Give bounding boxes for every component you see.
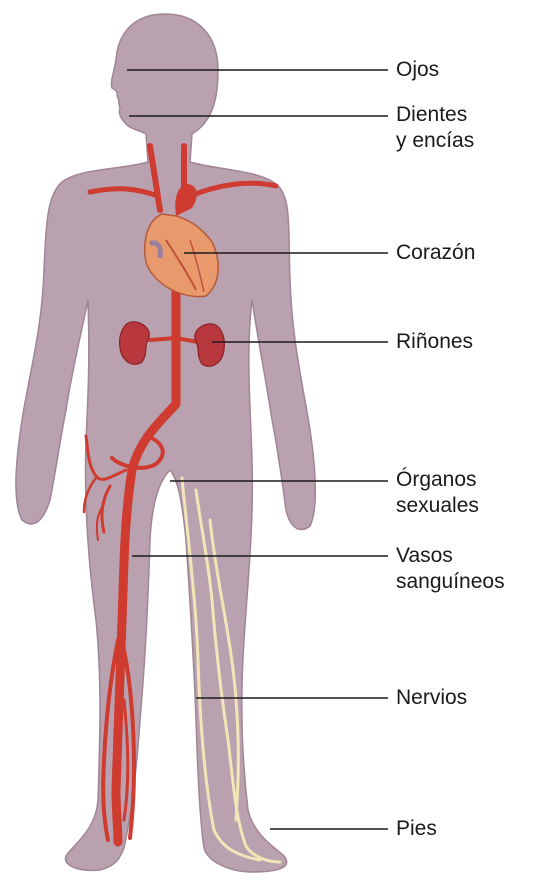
label-eyes-line-1: Ojos xyxy=(396,57,439,83)
label-sexual-organs-line-2: sexuales xyxy=(396,493,479,519)
label-teeth-line-1: Dientes xyxy=(396,102,474,128)
label-feet-line-1: Pies xyxy=(396,816,437,842)
label-nerves-line-1: Nervios xyxy=(396,685,467,711)
label-eyes: Ojos xyxy=(396,57,439,83)
label-teeth-gums: Dientes y encías xyxy=(396,102,474,154)
label-sexual-organs: Órganos sexuales xyxy=(396,467,479,519)
label-heart: Corazón xyxy=(396,240,475,266)
label-teeth-line-2: y encías xyxy=(396,128,474,154)
label-heart-line-1: Corazón xyxy=(396,240,475,266)
label-nerves: Nervios xyxy=(396,685,467,711)
label-blood-vessels-line-2: sanguíneos xyxy=(396,569,505,595)
label-kidneys: Riñones xyxy=(396,329,473,355)
label-kidneys-line-1: Riñones xyxy=(396,329,473,355)
body-silhouette xyxy=(16,14,315,872)
label-blood-vessels: Vasos sanguíneos xyxy=(396,543,505,595)
label-sexual-organs-line-1: Órganos xyxy=(396,467,479,493)
label-blood-vessels-line-1: Vasos xyxy=(396,543,505,569)
label-feet: Pies xyxy=(396,816,437,842)
